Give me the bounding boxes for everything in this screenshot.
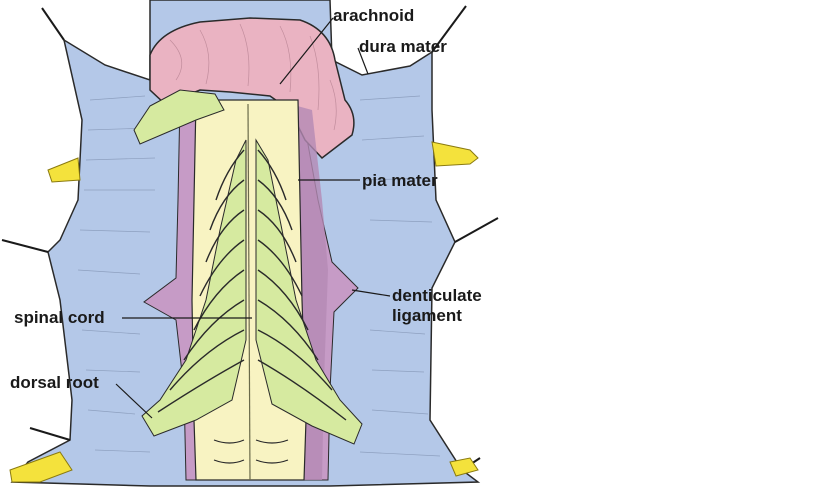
spinal-nerves — [9, 141, 479, 483]
dura-hatching — [77, 95, 441, 457]
spinal-cord-label: spinal cord — [14, 308, 105, 327]
dura-mater-label: dura mater — [359, 37, 447, 56]
dorsal-rootlets-left — [141, 139, 247, 437]
denticulate-ligament-label: denticulate ligament — [392, 286, 482, 326]
dorsal-root-label: dorsal root — [10, 373, 99, 392]
leader-lines — [115, 17, 391, 419]
dorsal-root-top-left — [133, 89, 225, 145]
denticulate-label-line2: ligament — [392, 306, 462, 325]
lower-rootlets — [213, 439, 289, 464]
pia-mater-label: pia mater — [362, 171, 438, 190]
arachnoid-texture — [169, 23, 337, 131]
dorsal-rootlets-right — [255, 138, 363, 445]
denticulate-label-line1: denticulate — [392, 286, 482, 305]
rootlet-lines — [157, 149, 347, 421]
arachnoid-label: arachnoid — [333, 6, 415, 25]
median-fissure — [247, 103, 251, 481]
